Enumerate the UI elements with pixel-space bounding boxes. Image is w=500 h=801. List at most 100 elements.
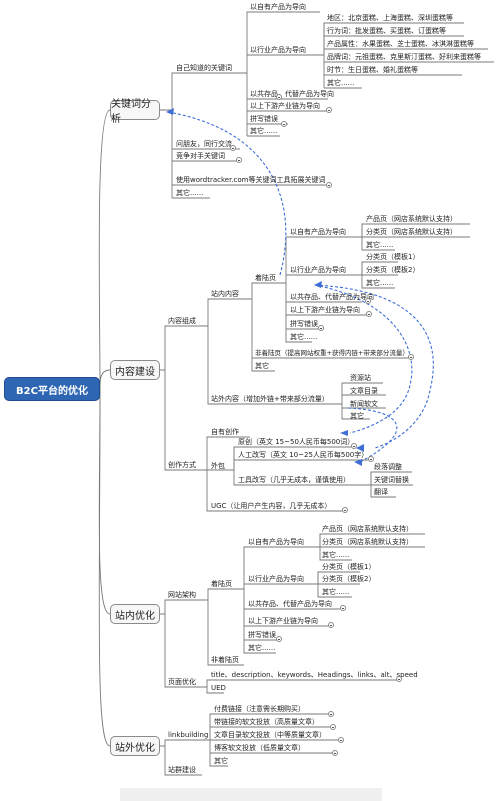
node-industry-words[interactable]: 行为词：批发蛋糕、买蛋糕、订蛋糕等 [327, 27, 446, 35]
collapse-toggle-icon[interactable] [230, 145, 236, 151]
node-content-build[interactable]: 内容建设 [110, 360, 160, 380]
node-non-landing-page[interactable]: 非着陆页（提高网站权重+获得内链+带来部分流量） [255, 349, 409, 357]
node-tool-rewrite[interactable]: 工具改写（几乎无成本，谨慎使用） [238, 476, 350, 484]
node-category-template-1[interactable]: 分类页（模板1） [366, 253, 420, 261]
collapse-toggle-icon[interactable] [326, 107, 332, 113]
node-anchor-articles[interactable]: 带链接的软文投放（高质量文章） [214, 718, 319, 726]
node-typo[interactable]: 拼写错误 [250, 115, 278, 123]
node-paid-links[interactable]: 付费链接（注意需长期购买） [214, 705, 305, 713]
collapse-toggle-icon[interactable] [326, 182, 332, 188]
node-onsite-content[interactable]: 站内内容 [211, 290, 239, 298]
node-translate[interactable]: 翻译 [374, 488, 388, 496]
node-other[interactable]: 其它...... [366, 279, 394, 287]
collapse-toggle-icon[interactable] [332, 750, 338, 756]
node-industry-product[interactable]: 以行业产品为导向 [250, 46, 306, 54]
node-blog-posting[interactable]: 博客软文投放（低质量文章） [214, 744, 305, 752]
node-other[interactable]: 其它...... [366, 241, 394, 249]
node-region-words[interactable]: 地区：北京蛋糕、上海蛋糕、深圳蛋糕等 [327, 14, 453, 22]
node-article-directory[interactable]: 文章目录 [350, 387, 378, 395]
root-node[interactable]: B2C平台的优化 [4, 377, 100, 401]
node-site-group[interactable]: 站群建设 [168, 766, 196, 774]
node-other[interactable]: 其它 [350, 412, 364, 420]
node-industry-chain[interactable]: 以上下游产业链为导向 [290, 306, 360, 314]
node-industry-product[interactable]: 以行业产品为导向 [290, 266, 346, 274]
node-site-architecture[interactable]: 网站架构 [168, 591, 196, 599]
node-resource-site[interactable]: 资源站 [350, 374, 371, 382]
node-manual-rewrite[interactable]: 人工改写（英文 10~25人民币每500字） [238, 451, 369, 459]
node-category-page[interactable]: 分类页（网店系统默认支持） [322, 538, 413, 546]
node-category-template-2[interactable]: 分类页（模板2） [366, 266, 420, 274]
collapse-toggle-icon[interactable] [328, 622, 334, 628]
collapse-toggle-icon[interactable] [340, 605, 346, 611]
node-known-keywords[interactable]: 自己知道的关键词 [176, 64, 232, 72]
node-brand-words[interactable]: 品牌词：元祖蛋糕、克里斯汀蛋糕、好利来蛋糕等 [327, 53, 481, 61]
node-other[interactable]: 其它...... [322, 588, 350, 596]
node-industry-chain[interactable]: 以上下游产业链为导向 [248, 617, 318, 625]
node-article-directory-posting[interactable]: 文章目录软文投放（中等质量文章） [214, 731, 326, 739]
node-landing-page[interactable]: 着陆页 [211, 580, 232, 588]
collapse-toggle-icon[interactable] [365, 298, 371, 304]
node-other[interactable]: 其它 [214, 757, 228, 765]
collapse-toggle-icon[interactable] [351, 443, 357, 449]
node-product-page[interactable]: 产品页（网店系统默认支持） [322, 525, 413, 533]
node-other[interactable]: 其它...... [327, 79, 355, 87]
node-ugc[interactable]: UGC（让用户产生内容，几乎无成本） [211, 502, 332, 510]
node-season-words[interactable]: 时节：生日蛋糕、婚礼蛋糕等 [327, 66, 418, 74]
node-other[interactable]: 其它...... [250, 127, 278, 135]
node-self-creation[interactable]: 自有创作 [211, 428, 239, 436]
node-keyword-replace[interactable]: 关键词替换 [374, 476, 409, 484]
node-typo[interactable]: 拼写错误 [248, 631, 276, 639]
node-own-product[interactable]: 以自有产品为导向 [248, 538, 304, 546]
node-creation-method[interactable]: 创作方式 [168, 461, 196, 469]
node-keyword-tool[interactable]: 使用wordtracker.com等关键词工具拓展关键词 [176, 176, 326, 184]
node-category-template-1[interactable]: 分类页（模板1） [322, 563, 376, 571]
node-competitor-keywords[interactable]: 竞争对手关键词 [176, 152, 225, 160]
node-onsite-optimization[interactable]: 站内优化 [110, 604, 160, 624]
node-other[interactable]: 其它...... [176, 189, 204, 197]
collapse-toggle-icon[interactable] [276, 94, 282, 100]
node-other[interactable]: 其它 [255, 362, 269, 370]
node-offsite-content[interactable]: 站外内容（增加外链+带来部分流量） [211, 395, 329, 403]
collapse-toggle-icon[interactable] [318, 325, 324, 331]
node-product-page[interactable]: 产品页（网店系统默认支持） [366, 215, 457, 223]
node-page-optimization-items[interactable]: title、description、keywords、Headings、link… [211, 671, 418, 679]
node-offsite-optimization[interactable]: 站外优化 [110, 736, 160, 756]
node-typo[interactable]: 拼写错误 [290, 320, 318, 328]
node-other[interactable]: 其它...... [248, 644, 276, 652]
collapse-toggle-icon[interactable] [281, 121, 287, 127]
node-industry-product[interactable]: 以行业产品为导向 [248, 575, 304, 583]
node-ued[interactable]: UED [211, 684, 226, 692]
node-own-product[interactable]: 以自有产品为导向 [290, 228, 346, 236]
collapse-toggle-icon[interactable] [276, 636, 282, 642]
collapse-toggle-icon[interactable] [236, 157, 242, 163]
node-content-composition[interactable]: 内容组成 [168, 317, 196, 325]
node-keyword-analysis[interactable]: 关键词分析 [110, 99, 160, 125]
node-attribute-words[interactable]: 产品属性：水果蛋糕、芝士蛋糕、冰淇淋蛋糕等 [327, 40, 474, 48]
node-non-landing-page[interactable]: 非着陆页 [211, 656, 239, 664]
node-news-article[interactable]: 新闻软文 [350, 400, 378, 408]
node-category-page[interactable]: 分类页（网店系统默认支持） [366, 228, 457, 236]
node-paragraph-adjust[interactable]: 段落调整 [374, 463, 402, 471]
node-industry-chain[interactable]: 以上下游产业链为导向 [250, 102, 320, 110]
node-page-optimization[interactable]: 页面优化 [168, 678, 196, 686]
node-own-product[interactable]: 以自有产品为导向 [250, 3, 306, 11]
node-coexist-product[interactable]: 以共存品、代替产品为导向 [248, 600, 332, 608]
collapse-toggle-icon[interactable] [342, 507, 348, 513]
collapse-toggle-icon[interactable] [366, 311, 372, 317]
node-ask-friends[interactable]: 问朋友，同行交流 [176, 140, 232, 148]
node-category-template-2[interactable]: 分类页（模板2） [322, 575, 376, 583]
node-coexist-product[interactable]: 以共存品、代替产品为导向 [290, 293, 374, 301]
node-other[interactable]: 其它...... [290, 333, 318, 341]
node-landing-page[interactable]: 着陆页 [255, 274, 276, 282]
node-original[interactable]: 原创（英文 15~50人民币每500词） [238, 438, 355, 446]
collapse-toggle-icon[interactable] [408, 354, 414, 360]
node-other[interactable]: 其它...... [322, 551, 350, 559]
collapse-toggle-icon[interactable] [396, 676, 402, 682]
collapse-toggle-icon[interactable] [368, 456, 374, 462]
collapse-toggle-icon[interactable] [328, 711, 334, 717]
node-outsource[interactable]: 外包 [211, 462, 225, 470]
node-linkbuilding[interactable]: linkbuilding [168, 731, 209, 739]
collapse-toggle-icon[interactable] [330, 724, 336, 730]
collapse-toggle-icon[interactable] [338, 737, 344, 743]
node-coexist-product[interactable]: 以共存品、代替产品为导向 [250, 90, 334, 98]
